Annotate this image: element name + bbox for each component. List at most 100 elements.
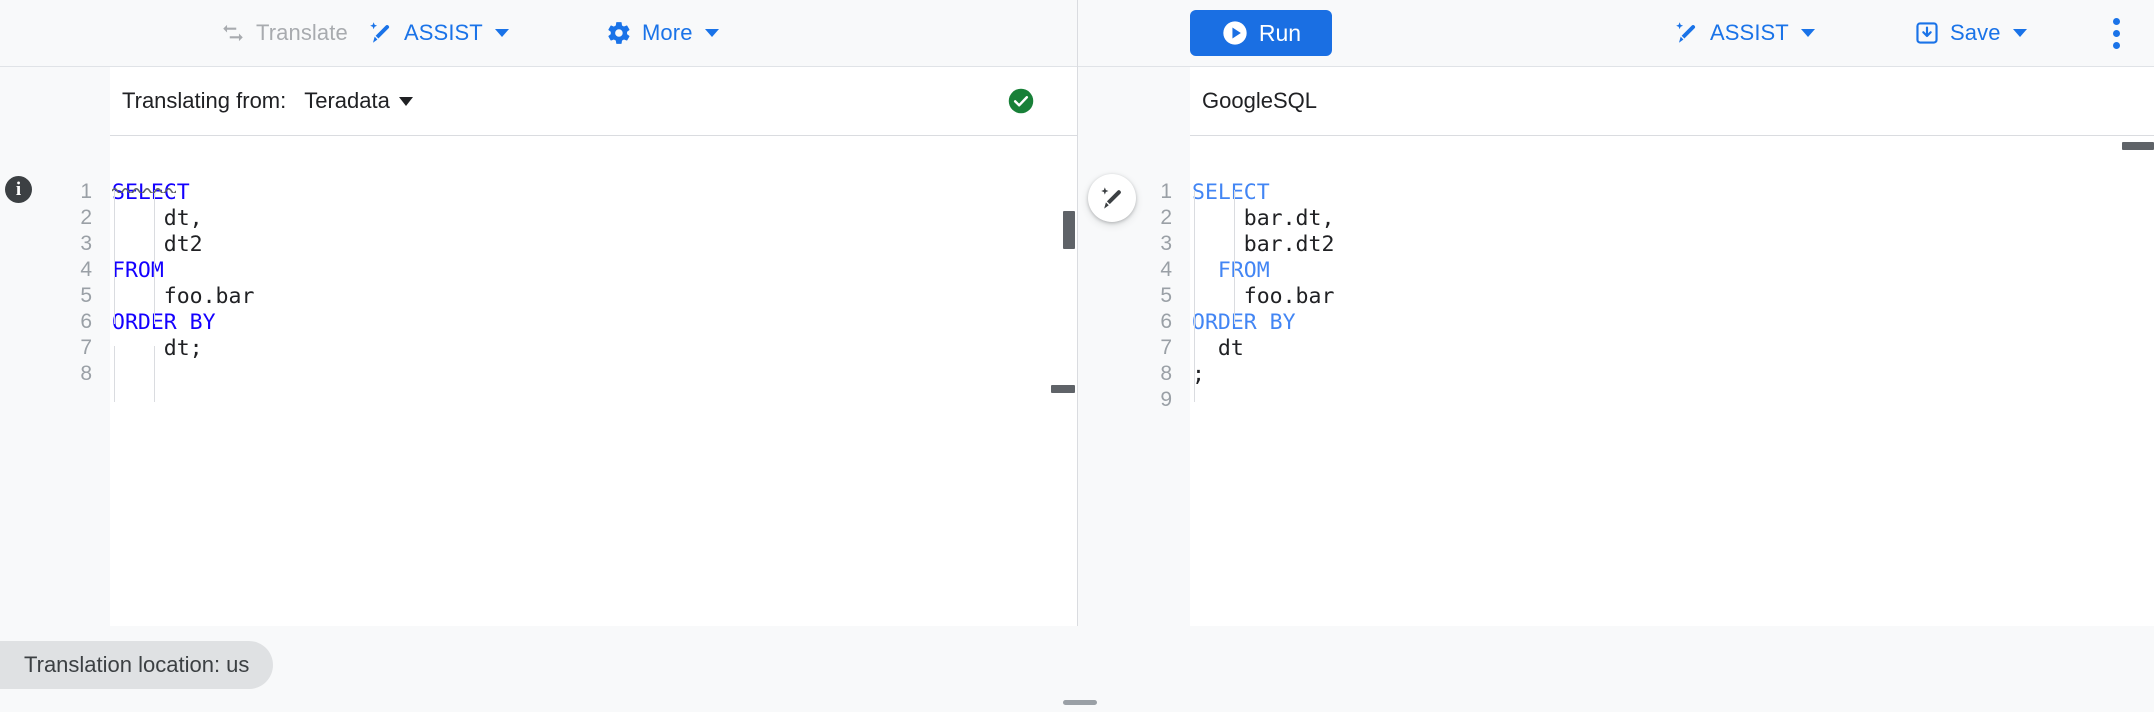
- magic-wand-icon: [1674, 20, 1700, 46]
- gear-icon: [606, 20, 632, 46]
- sql-keyword: FROM: [1217, 258, 1270, 283]
- pane-splitter[interactable]: [1077, 67, 1078, 626]
- code-line: [110, 362, 125, 388]
- green-check-circle-icon: [1007, 87, 1035, 115]
- translating-from-label: Translating from:: [122, 88, 287, 113]
- target-dialect-label: GoogleSQL: [1202, 88, 1317, 113]
- save-button[interactable]: Save: [1906, 11, 2035, 55]
- source-horizontal-scrollbar[interactable]: [1051, 385, 1075, 393]
- indent-guide: [114, 346, 115, 402]
- code-line: FROM: [110, 258, 164, 284]
- line-number: 4: [80, 258, 92, 281]
- translation-location-label: Translation location: us: [24, 652, 250, 677]
- assist-label-right: ASSIST: [1710, 20, 1789, 45]
- code-line: foo.bar: [1190, 284, 1335, 310]
- save-download-icon: [1914, 20, 1940, 46]
- indent-guide: [1234, 190, 1235, 298]
- sql-keyword: ORDER BY: [1192, 310, 1296, 335]
- sql-keyword: ORDER BY: [112, 310, 216, 335]
- code-line: dt2: [110, 232, 203, 258]
- line-number: 8: [80, 362, 92, 385]
- more-button[interactable]: More: [598, 11, 727, 55]
- assist-button-right[interactable]: ASSIST: [1666, 11, 1823, 55]
- indent-guide: [114, 190, 115, 298]
- kebab-dot-3: [2112, 41, 2120, 49]
- save-label: Save: [1950, 20, 2001, 45]
- source-dialect-value: Teradata: [304, 88, 390, 113]
- assist-button-left[interactable]: ASSIST: [360, 11, 517, 55]
- translate-swap-icon: [220, 20, 246, 46]
- kebab-dot-2: [2112, 29, 2120, 37]
- line-number: 7: [80, 336, 92, 359]
- code-line: dt: [1190, 336, 1244, 362]
- chevron-down-icon-more: [704, 29, 719, 37]
- panel-resize-handle[interactable]: [1063, 700, 1097, 705]
- sql-identifier: dt,: [163, 206, 203, 231]
- sql-identifier: bar.dt,: [1243, 206, 1335, 231]
- translate-button[interactable]: Translate: [212, 11, 356, 55]
- run-label: Run: [1258, 19, 1302, 46]
- assist-fab-button[interactable]: [1088, 174, 1136, 222]
- source-vertical-scrollbar[interactable]: [1063, 211, 1075, 249]
- line-number: 5: [1160, 284, 1172, 307]
- sql-identifier: dt;: [163, 336, 203, 361]
- source-editor-header: Translating from: Teradata: [110, 67, 1077, 136]
- code-line: dt,: [110, 206, 203, 232]
- target-horizontal-scrollbar[interactable]: [2122, 142, 2154, 150]
- info-icon[interactable]: i: [5, 176, 32, 203]
- code-line: SELECT: [110, 180, 190, 206]
- indent-guide: [1194, 190, 1195, 376]
- sql-identifier: dt2: [163, 232, 203, 257]
- source-dialect-select[interactable]: Teradata: [304, 88, 413, 114]
- kebab-dot-1: [2112, 17, 2120, 25]
- sql-keyword: SELECT: [1192, 180, 1270, 205]
- indent-guide: [114, 268, 115, 324]
- magic-wand-icon: [368, 20, 394, 46]
- line-number: 9: [1160, 388, 1172, 411]
- line-number: 5: [80, 284, 92, 307]
- line-number: 1: [1160, 180, 1172, 203]
- sql-identifier: foo.bar: [163, 284, 255, 309]
- line-number: 2: [1160, 206, 1172, 229]
- code-line: SELECT: [1190, 180, 1270, 206]
- play-circle-icon: [1221, 19, 1249, 47]
- line-number: 7: [1160, 336, 1172, 359]
- line-number: 6: [1160, 310, 1172, 333]
- code-line: ;: [1190, 362, 1205, 388]
- toolbar-divider: [1077, 0, 1078, 67]
- line-number: 6: [80, 310, 92, 333]
- target-editor-header: GoogleSQL: [1190, 67, 2154, 136]
- translate-label: Translate: [256, 20, 348, 45]
- line-number: 8: [1160, 362, 1172, 385]
- chevron-down-icon-save: [2012, 29, 2027, 37]
- chevron-down-icon-assist-left: [494, 29, 509, 37]
- kebab-menu-icon[interactable]: [2098, 10, 2134, 56]
- assist-label-left: ASSIST: [404, 20, 483, 45]
- code-line: bar.dt2: [1190, 232, 1335, 258]
- code-line: [1190, 388, 1205, 414]
- code-line: ORDER BY: [1190, 310, 1296, 336]
- bottom-status-bar: Translation location: us: [0, 626, 2154, 712]
- indent-guide: [154, 190, 155, 298]
- indent-guide: [154, 346, 155, 402]
- translation-location-chip: Translation location: us: [0, 641, 274, 689]
- top-toolbar: Translate ASSIST More Run: [0, 0, 2154, 67]
- code-line: dt;: [110, 336, 203, 362]
- sql-identifier: ;: [1192, 362, 1205, 387]
- code-line: foo.bar: [110, 284, 255, 310]
- sql-identifier: dt: [1217, 336, 1244, 361]
- code-line: FROM: [1190, 258, 1270, 284]
- indent-guide: [1234, 268, 1235, 324]
- sql-keyword: FROM: [112, 258, 164, 283]
- run-button[interactable]: Run: [1190, 10, 1332, 56]
- sql-identifier: bar.dt2: [1243, 232, 1335, 257]
- chevron-down-icon-assist-right: [1800, 29, 1815, 37]
- more-label: More: [642, 20, 693, 45]
